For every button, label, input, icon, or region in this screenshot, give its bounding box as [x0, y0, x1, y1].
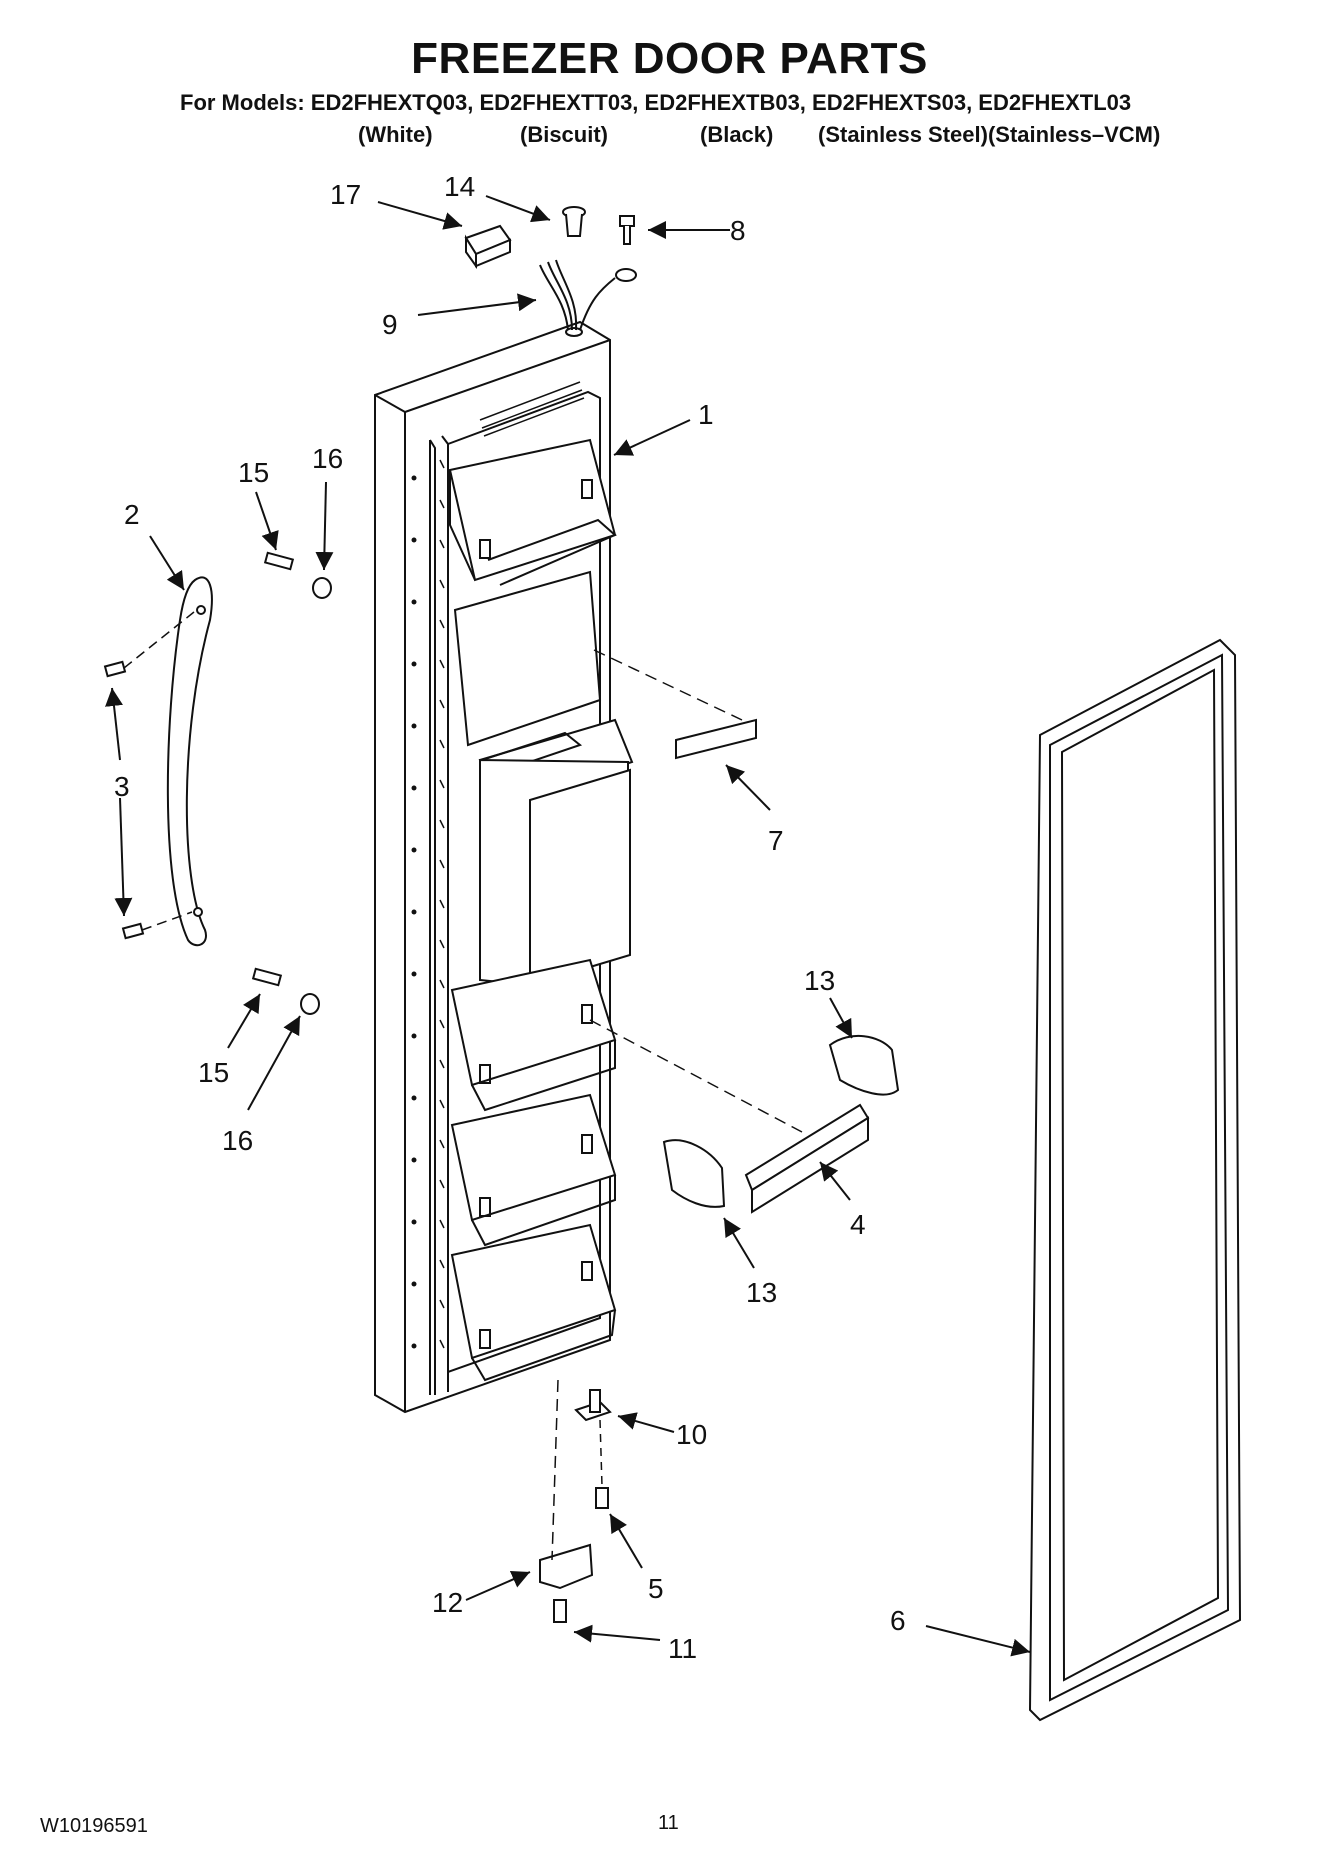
callout-11: 11	[668, 1633, 697, 1664]
callout-9: 9	[382, 309, 398, 340]
callout-15-bottom: 15	[198, 1057, 229, 1088]
screw-8	[619, 215, 635, 245]
callout-3: 3	[114, 771, 130, 802]
freezer-door	[374, 320, 634, 1414]
callout-1: 1	[698, 399, 714, 430]
handle-screws	[103, 660, 145, 940]
door-bin-trim	[675, 718, 757, 760]
callout-arrows	[105, 195, 1031, 1657]
variant-white: (White)	[358, 122, 433, 147]
callout-16-bottom: 16	[222, 1125, 253, 1156]
wire-harness	[539, 259, 637, 337]
callout-14: 14	[444, 171, 475, 202]
callout-6: 6	[890, 1605, 906, 1636]
callout-17: 17	[330, 179, 361, 210]
rail-end-caps	[662, 1034, 900, 1208]
page-number: 11	[658, 1812, 679, 1834]
models-line: For Models: ED2FHEXTQ03, ED2FHEXTT03, ED…	[180, 90, 1132, 115]
variant-biscuit: (Biscuit)	[520, 122, 608, 147]
mounting-bolts	[251, 551, 332, 1015]
page-title: FREEZER DOOR PARTS	[411, 34, 928, 83]
hole-plug	[562, 206, 586, 237]
callout-7: 7	[768, 825, 784, 856]
callout-16-top: 16	[312, 443, 343, 474]
callout-4: 4	[850, 1209, 866, 1240]
door-handle	[166, 576, 213, 947]
document-id: W10196591	[40, 1815, 148, 1837]
callout-2: 2	[124, 499, 140, 530]
hinge-parts	[539, 1389, 612, 1623]
wire-connector	[464, 224, 512, 270]
variant-black: (Black)	[700, 122, 774, 147]
callout-13-bottom: 13	[746, 1277, 777, 1308]
callout-15-top: 15	[238, 457, 269, 488]
callout-10: 10	[676, 1419, 707, 1450]
shelf-rail	[744, 1103, 870, 1214]
variant-stainless: (Stainless Steel)(Stainless–VCM)	[818, 122, 1161, 147]
callout-5: 5	[648, 1573, 664, 1604]
callout-8: 8	[730, 215, 746, 246]
callout-13-top: 13	[804, 965, 835, 996]
callout-12: 12	[432, 1587, 463, 1618]
door-gasket	[1028, 638, 1242, 1722]
